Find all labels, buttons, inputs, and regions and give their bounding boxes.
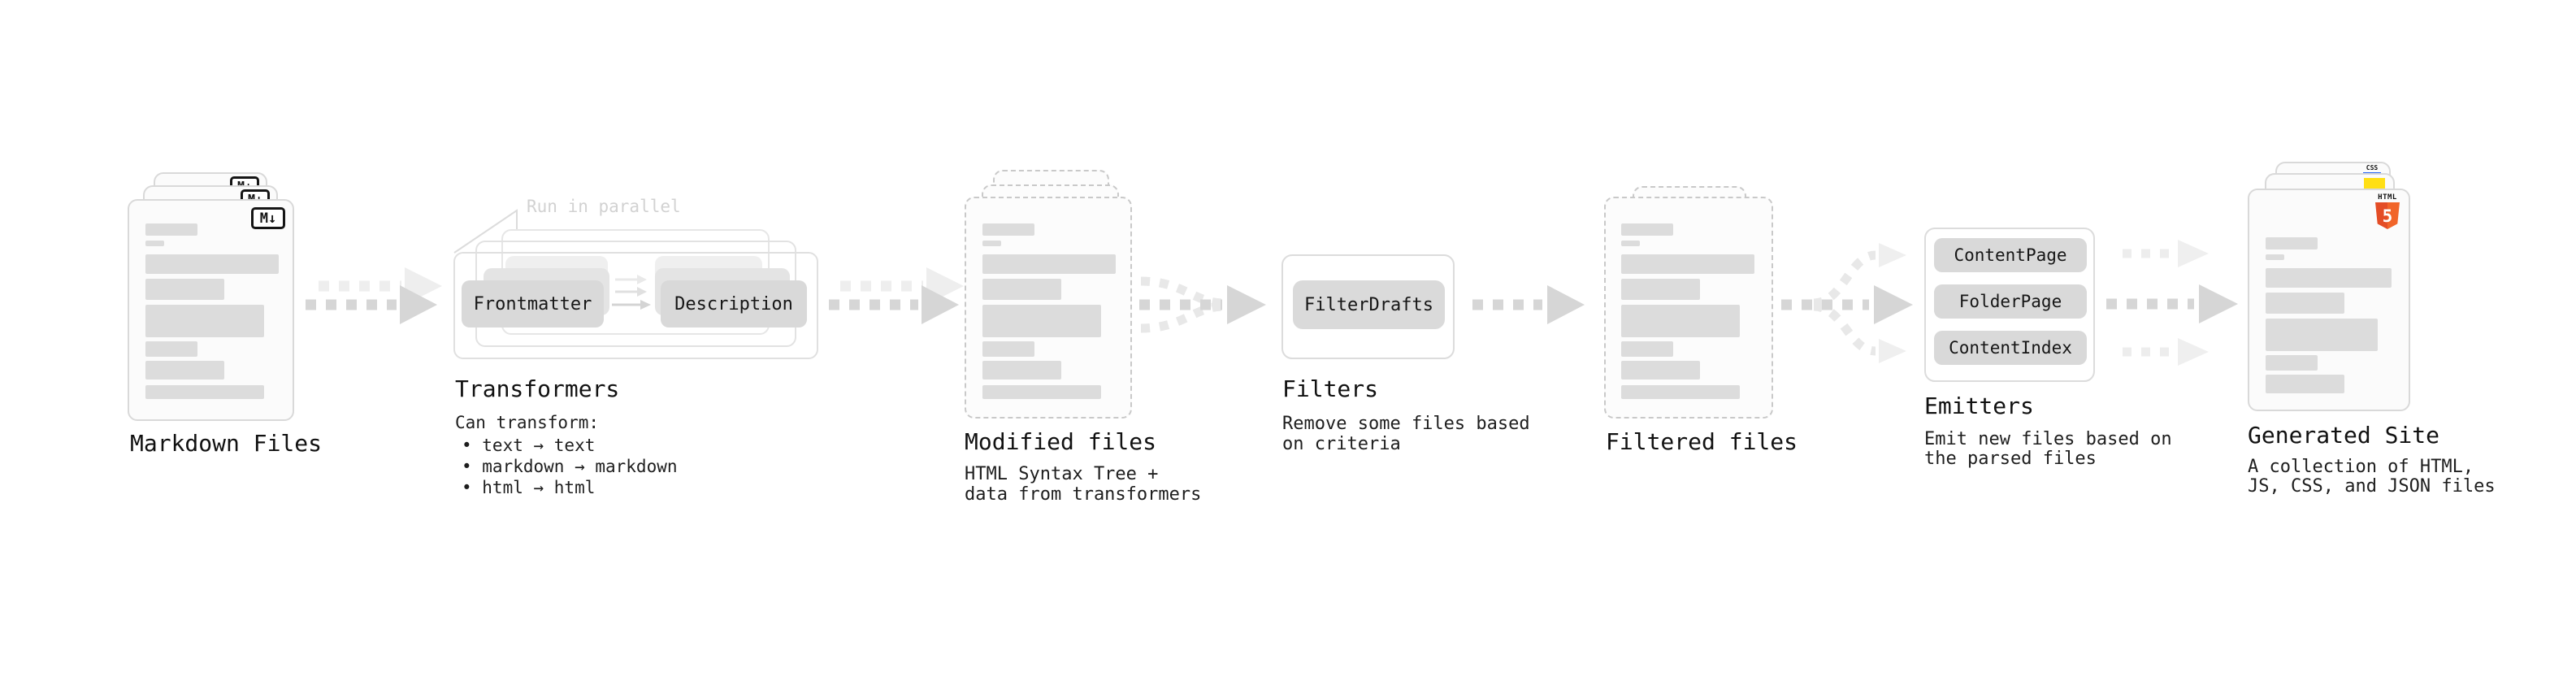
generated-site-title: Generated Site [2248,422,2440,449]
html5-number: 5 [2382,206,2393,226]
pill-frontmatter: Frontmatter [462,280,604,327]
transformers-bullet: • markdown → markdown [462,457,678,476]
placeholder-bar [982,305,1101,337]
placeholder-bar [982,385,1101,399]
pill-description: Description [661,280,807,327]
placeholder-bar [1621,223,1673,236]
placeholder-bar [2266,319,2378,351]
filters-title: Filters [1282,375,1379,402]
pill-folderpage: FolderPage [1934,284,2087,319]
emitters-desc: the parsed files [1924,449,2097,469]
placeholder-bar [1621,279,1700,300]
markdown-files-title: Markdown Files [130,430,323,457]
placeholder-bar [1621,361,1700,380]
modified-file-card-front [965,197,1132,419]
pill-contentpage: ContentPage [1934,238,2087,272]
pill-filterdrafts: FilterDrafts [1293,280,1445,329]
placeholder-bar [2266,293,2344,314]
arrow-transformers-to-modified [829,267,964,324]
emitters-title: Emitters [1924,393,2034,419]
placeholder-bar [145,254,279,274]
placeholder-bar [982,223,1034,236]
filtered-file-card-front [1604,197,1773,419]
html5-shield: 5 [2375,202,2400,229]
placeholder-bar [145,385,264,399]
placeholder-bar [2266,237,2318,249]
placeholder-bar [145,305,264,337]
placeholder-bar [145,223,197,236]
run-in-parallel-note: Run in parallel [527,197,681,216]
file-content-placeholder [145,223,279,399]
generated-site-desc: JS, CSS, and JSON files [2248,476,2496,497]
placeholder-bar [145,361,224,380]
placeholder-bar [982,361,1061,380]
arrow-modified-to-filters [1139,276,1266,333]
placeholder-bar [1621,341,1673,357]
placeholder-bar [2266,375,2344,393]
placeholder-bar [2266,268,2392,288]
transformers-bullet: • html → html [462,478,596,497]
html5-badge-label: HTML [2378,193,2397,202]
placeholder-bar [145,341,197,357]
filters-desc: on criteria [1282,434,1401,454]
transformer-inner-arrows [612,275,651,310]
placeholder-bar [1621,305,1740,337]
placeholder-bar [982,279,1061,300]
transformer-box-front [453,252,818,359]
arrow-filters-to-filtered [1472,285,1585,324]
placeholder-bar [2266,355,2318,371]
placeholder-bar [145,279,224,300]
placeholder-bar [982,341,1034,357]
placeholder-bar [1621,385,1740,399]
file-content-placeholder [1621,223,1754,399]
placeholder-bar [145,241,164,246]
arrow-markdown-to-transformers [306,267,442,324]
transformers-desc-heading: Can transform: [455,413,600,432]
css-badge-label: CSS [2366,164,2379,171]
generated-site-desc: A collection of HTML, [2248,457,2474,477]
filtered-files-title: Filtered files [1606,428,1798,455]
placeholder-bar [982,254,1116,274]
js-file-icon [2364,178,2385,189]
markdown-icon: M↓ [251,207,285,229]
modified-files-title: Modified files [965,428,1157,455]
arrow-emitters-to-generated [2106,240,2238,366]
modified-files-desc: data from transformers [965,484,1202,505]
filters-desc: Remove some files based [1282,414,1530,434]
modified-files-desc: HTML Syntax Tree + [965,464,1159,484]
file-content-placeholder [982,223,1116,399]
placeholder-bar [2266,254,2284,260]
emitters-desc: Emit new files based on [1924,429,2172,449]
generated-file-card-html: HTML 5 [2248,189,2410,411]
placeholder-bar [982,241,1001,246]
placeholder-bar [1621,254,1754,274]
pill-contentindex: ContentIndex [1934,331,2087,365]
placeholder-bar [1621,241,1640,246]
markdown-file-card-front: M↓ [128,199,294,421]
transformers-bullet: • text → text [462,436,596,455]
run-in-parallel-connector [453,209,518,254]
arrow-filtered-to-emitters [1781,243,1913,363]
file-content-placeholder [2266,237,2392,393]
transformers-title: Transformers [455,375,620,402]
html5-icon: HTML 5 [2374,193,2401,229]
